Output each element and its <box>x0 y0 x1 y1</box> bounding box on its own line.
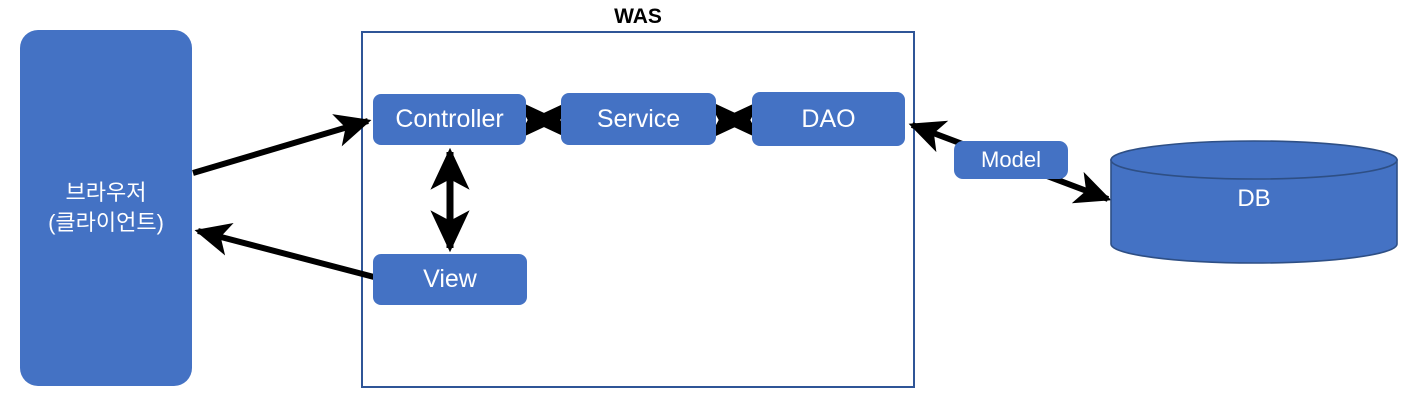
node-controller[interactable]: Controller <box>373 94 526 145</box>
node-browser[interactable]: 브라우저 (클라이언트) <box>20 30 192 386</box>
node-browser-line1: 브라우저 <box>65 180 147 205</box>
db-cylinder-body <box>1110 159 1398 264</box>
node-browser-line2: (클라이언트) <box>48 210 164 235</box>
node-db-label: DB <box>1237 185 1271 212</box>
edge-browser-to-controller <box>192 114 372 176</box>
was-container <box>361 31 915 388</box>
node-dao[interactable]: DAO <box>752 92 905 146</box>
was-title-label: WAS <box>561 5 715 29</box>
edge-label-model[interactable]: Model <box>954 141 1068 179</box>
node-view[interactable]: View <box>373 254 527 305</box>
node-db[interactable] <box>1110 140 1398 264</box>
node-service[interactable]: Service <box>561 93 716 145</box>
db-cylinder-top <box>1110 140 1398 180</box>
edge-view-to-browser <box>194 222 375 280</box>
